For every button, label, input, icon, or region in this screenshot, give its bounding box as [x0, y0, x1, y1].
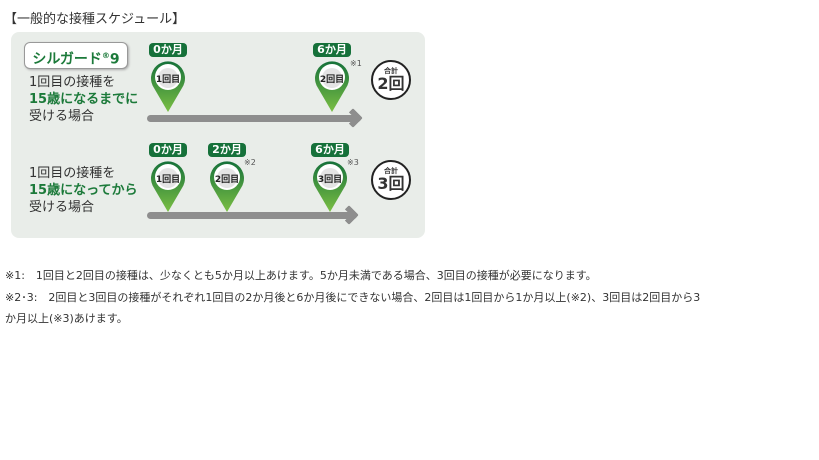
month-label: 2か月 [208, 143, 246, 157]
dose-label: 2回目 [214, 175, 240, 185]
pin-icon [210, 161, 244, 212]
section-title: 【一般的な接種スケジュール】 [4, 12, 186, 27]
month-label: 6か月 [311, 143, 349, 157]
registered-mark: ® [101, 51, 110, 60]
condition-line: 1回目の接種を [29, 166, 116, 181]
timeline-arrow [147, 115, 361, 122]
dose-label: 2回目 [319, 75, 345, 85]
total-value: 2回 [377, 74, 405, 93]
month-label: 6か月 [313, 43, 351, 57]
dose-label: 1回目 [155, 175, 181, 185]
footnote-ref: ※2 [244, 158, 256, 167]
condition-highlight: 15歳になってから [29, 183, 138, 198]
total-label: 合計 [384, 167, 398, 175]
condition-line: 1回目の接種を [29, 75, 116, 90]
condition-line: 受ける場合 [29, 109, 95, 124]
total-label: 合計 [384, 67, 398, 75]
pin-icon [151, 61, 185, 112]
row1-condition: 1回目の接種を 15歳になるまでに 受ける場合 [29, 74, 138, 125]
footnote: ※2･3: 2回目と3回目の接種がそれぞれ1回目の2か月後と6か月後にできない場… [5, 291, 701, 304]
dose-label: 1回目 [155, 75, 181, 85]
footnote-ref: ※3 [347, 158, 359, 167]
dose-pin: 1回目 [150, 160, 186, 212]
pin-icon [151, 161, 185, 212]
row2-condition: 1回目の接種を 15歳になってから 受ける場合 [29, 165, 137, 216]
dose-pin: 1回目 [150, 60, 186, 112]
product-name: シルガード [32, 51, 102, 68]
pin-icon [313, 161, 347, 212]
condition-highlight: 15歳になるまでに [29, 92, 139, 107]
timeline-arrow [147, 212, 357, 219]
month-label: 0か月 [149, 143, 187, 157]
product-number: 9 [109, 51, 120, 68]
pin-icon [315, 61, 349, 112]
dose-label: 3回目 [317, 175, 343, 185]
product-badge: シルガード®9 [24, 42, 128, 69]
dose-pin: 2回目 [314, 60, 350, 112]
dose-pin: 2回目 [209, 160, 245, 212]
footnote: ※1: 1回目と2回目の接種は、少なくとも5か月以上あけます。5か月未満である場… [5, 269, 597, 282]
footnote-ref: ※1 [350, 59, 362, 68]
dose-pin: 3回目 [312, 160, 348, 212]
total-value: 3回 [377, 174, 405, 193]
footnote: か月以上(※3)あけます。 [5, 312, 128, 325]
month-label: 0か月 [149, 43, 187, 57]
condition-line: 受ける場合 [29, 200, 95, 215]
